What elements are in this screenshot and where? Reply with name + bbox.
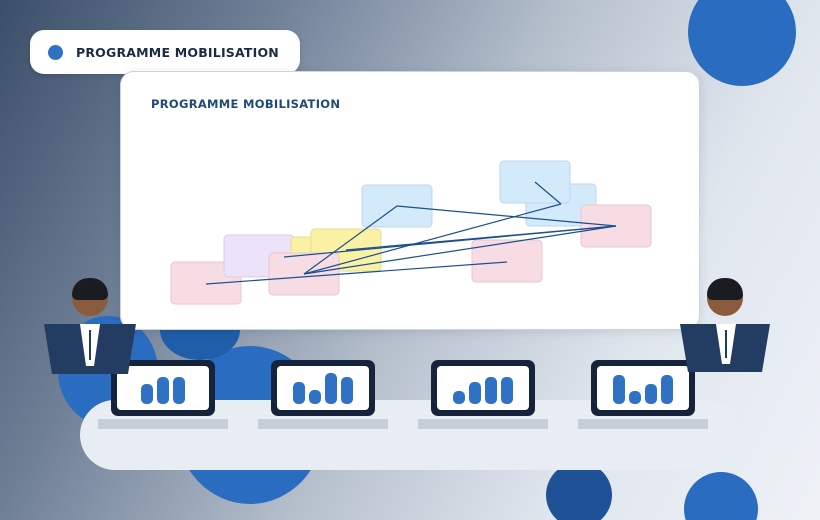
chart-bar xyxy=(293,382,305,404)
header-title: PROGRAMME MOBILISATION xyxy=(76,45,279,60)
sticky-note xyxy=(471,239,543,283)
laptop-base xyxy=(258,419,388,429)
chart-bar xyxy=(661,375,673,404)
decor-circle-bottom-right xyxy=(684,472,758,520)
chart-bar xyxy=(453,391,465,404)
chart-bar xyxy=(309,390,321,404)
sticky-note-diagram xyxy=(170,160,652,305)
board-title: PROGRAMME MOBILISATION xyxy=(151,97,341,111)
chart-bar xyxy=(141,384,153,404)
chart-bar xyxy=(173,377,185,404)
person-right xyxy=(680,278,772,378)
avatar-hair xyxy=(707,278,743,300)
laptop xyxy=(431,360,535,416)
laptop-base xyxy=(578,419,708,429)
laptop-screen xyxy=(597,366,689,410)
chart-bar xyxy=(629,391,641,404)
laptop-screen xyxy=(277,366,369,410)
status-dot-icon xyxy=(48,45,63,60)
laptop xyxy=(271,360,375,416)
avatar-torso xyxy=(680,324,770,372)
whiteboard: PROGRAMME MOBILISATION xyxy=(120,71,700,330)
chart-bar xyxy=(469,382,481,404)
person-left xyxy=(42,278,138,378)
laptop xyxy=(591,360,695,416)
chart-bar xyxy=(501,377,513,404)
chart-bar xyxy=(485,377,497,404)
connector-lines xyxy=(205,181,617,285)
chart-bar xyxy=(613,375,625,404)
chart-bar xyxy=(157,377,169,404)
decor-circle-bottom-mid xyxy=(546,462,612,520)
laptop xyxy=(111,360,215,416)
chart-bar xyxy=(325,373,337,404)
avatar-torso xyxy=(44,324,136,374)
decor-circle-top-right xyxy=(688,0,796,86)
chart-bar xyxy=(645,384,657,404)
avatar-hair xyxy=(72,278,108,300)
laptop-base xyxy=(98,419,228,429)
laptop-base xyxy=(418,419,548,429)
laptop-screen xyxy=(117,366,209,410)
laptop-screen xyxy=(437,366,529,410)
header-pill: PROGRAMME MOBILISATION xyxy=(30,30,300,74)
chart-bar xyxy=(341,377,353,404)
